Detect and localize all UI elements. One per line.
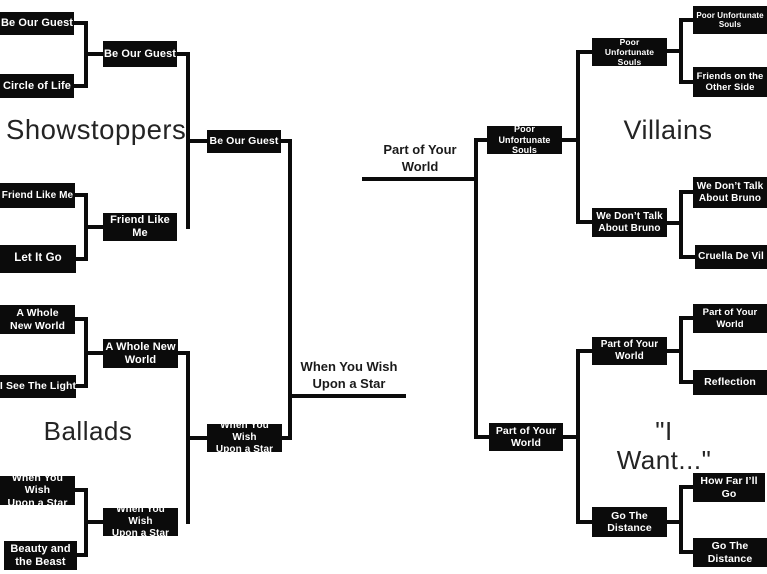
i-want-winner-box: Part of Your World [489, 423, 563, 451]
finalist-right: Part of Your World [383, 142, 457, 174]
bracket-connector [578, 50, 592, 54]
bracket-connector [84, 225, 103, 229]
villains-winner-box: Poor Unfortunate Souls [487, 124, 562, 155]
i-want-round2-box-2: Go The Distance [592, 507, 667, 537]
bracket-connector [186, 436, 207, 440]
showstoppers-round2-box-1: Be Our Guest [103, 41, 177, 67]
bracket-connector [679, 190, 693, 194]
ballads-round2-box-1: A Whole New World [103, 339, 178, 368]
villains-round1-box-2: Friends on the Other Side [693, 67, 767, 97]
bracket-connector [76, 384, 86, 388]
bracket-connector [679, 80, 693, 84]
showstoppers-round2-box-2: Friend Like Me [103, 213, 177, 241]
region-label-villains: Villains [623, 115, 713, 145]
i-want-round2-box-1: Part of Your World [592, 337, 667, 365]
bracket-connector [75, 488, 86, 492]
bracket-connector [474, 138, 478, 439]
showstoppers-round1-box-1: Be Our Guest [0, 12, 74, 35]
bracket-connector [578, 220, 592, 224]
ballads-round1-box-1: A Whole New World [0, 305, 75, 334]
bracket-connector [679, 316, 693, 320]
bracket-connector [679, 380, 693, 384]
ballads-round1-box-2: I See The Light [0, 375, 76, 398]
bracket-connector [74, 21, 86, 25]
finalist-right-underline [362, 177, 478, 181]
finalist-left: When You Wish Upon a Star [300, 359, 398, 391]
i-want-round1-box-1: Part of Your World [693, 304, 767, 333]
bracket-connector [576, 50, 580, 224]
bracket-connector [679, 255, 695, 259]
finalist-left-underline [288, 394, 406, 398]
bracket-connector [75, 193, 86, 197]
bracket-connector [578, 520, 592, 524]
ballads-round1-box-4: Beauty and the Beast [4, 541, 77, 570]
region-label-ballads: Ballads [43, 416, 133, 446]
bracket-connector [288, 139, 292, 440]
bracket-connector [178, 351, 190, 355]
bracket-connector [679, 485, 693, 489]
bracket-connector [77, 553, 86, 557]
bracket-connector [177, 52, 190, 56]
ballads-round2-box-2: When You Wish Upon a Star [103, 504, 178, 539]
bracket-connector [74, 84, 86, 88]
region-label-showstoppers: Showstoppers [6, 114, 187, 145]
bracket-connector [76, 257, 86, 261]
bracket-connector [281, 139, 292, 143]
villains-round1-box-4: Cruella De Vil [695, 245, 767, 269]
bracket-connector [478, 435, 489, 439]
bracket-connector [667, 349, 683, 353]
bracket-connector [667, 520, 683, 524]
bracket-connector [282, 436, 292, 440]
i-want-round1-box-3: How Far I’ll Go [693, 473, 765, 502]
villains-round1-box-1: Poor Unfortunate Souls [693, 6, 767, 34]
villains-round2-box-2: We Don’t Talk About Bruno [592, 208, 667, 237]
ballads-round1-box-3: When You Wish Upon a Star [0, 472, 75, 509]
bracket-connector [679, 18, 693, 22]
showstoppers-round1-box-3: Friend Like Me [0, 183, 75, 208]
bracket-connector [667, 49, 683, 53]
showstoppers-winner-box: Be Our Guest [207, 130, 281, 153]
villains-round2-box-1: Poor Unfortunate Souls [592, 37, 667, 67]
i-want-round1-box-2: Reflection [693, 370, 767, 395]
bracket-connector [679, 485, 683, 554]
bracket-connector [578, 349, 592, 353]
bracket-connector [477, 138, 487, 142]
bracket-connector [84, 52, 103, 56]
showstoppers-round1-box-4: Let It Go [0, 245, 76, 273]
bracket-connector [84, 520, 103, 524]
bracket-connector [562, 435, 580, 439]
bracket-connector [186, 139, 207, 143]
bracket-connector [667, 221, 683, 225]
bracket-connector [679, 550, 693, 554]
region-label-i-want: "I Want..." [616, 416, 712, 475]
villains-round1-box-3: We Don’t Talk About Bruno [693, 177, 767, 208]
ballads-winner-box: When You Wish Upon a Star [207, 420, 282, 455]
i-want-round1-box-4: Go The Distance [693, 538, 767, 567]
bracket-connector [562, 138, 580, 142]
bracket-connector [75, 317, 86, 321]
bracket-connector [84, 351, 103, 355]
showstoppers-round1-box-2: Circle of Life [0, 74, 74, 98]
